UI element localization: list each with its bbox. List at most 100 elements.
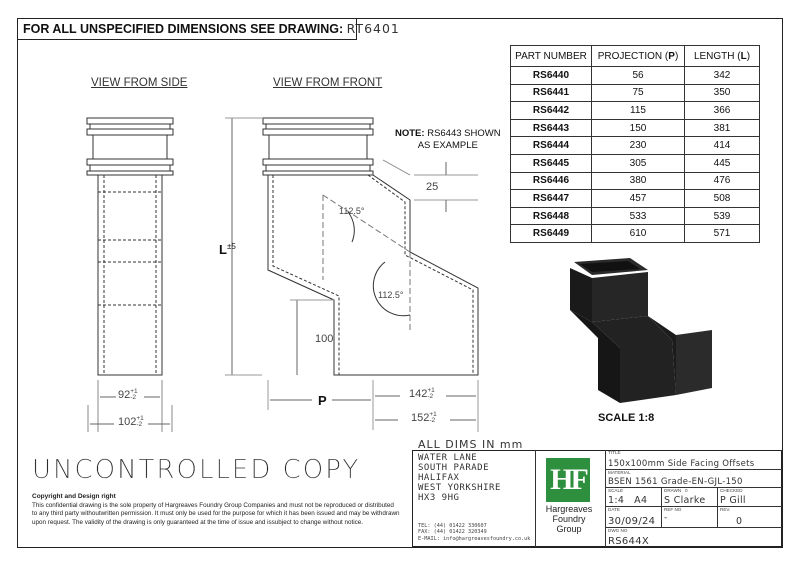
note-label: NOTE: bbox=[395, 128, 425, 139]
cell-length: 414 bbox=[684, 136, 760, 155]
offset-3d-render bbox=[570, 258, 712, 403]
dim-front-142-tol-up: +1 bbox=[427, 387, 435, 395]
unspecified-dims-header: FOR ALL UNSPECIFIED DIMENSIONS SEE DRAWI… bbox=[17, 18, 399, 40]
company-address: WATER LANE SOUTH PARADE HALIFAX WEST YOR… bbox=[418, 453, 501, 503]
cell-part: RS6440 bbox=[510, 66, 592, 85]
dim-L-tolerance: ±5 bbox=[226, 242, 236, 251]
rev-cell: REV. 0 bbox=[717, 506, 782, 528]
dim-100: 100 bbox=[315, 333, 334, 345]
logo-text-line3: Group bbox=[556, 524, 582, 534]
cell-part: RS6447 bbox=[510, 189, 592, 208]
cell-projection: 56 bbox=[591, 66, 685, 85]
cell-part: RS6442 bbox=[510, 101, 592, 120]
address-cell bbox=[412, 450, 536, 547]
dim-side-92-value: 92 bbox=[118, 389, 131, 401]
drawing-reference: RT6401 bbox=[346, 21, 400, 36]
cell-length: 476 bbox=[684, 171, 760, 191]
copyright-notice: Copyright and Design right This confiden… bbox=[32, 493, 400, 527]
dim-side-102-value: 102 bbox=[118, 416, 137, 428]
rev-value: 0 bbox=[736, 516, 743, 527]
drawing-border bbox=[17, 18, 783, 548]
cell-part: RS6449 bbox=[510, 224, 592, 243]
refno-label: REF No bbox=[664, 507, 682, 512]
dim-front-142-value: 142 bbox=[409, 388, 428, 400]
scale-value: 1:4 A4 bbox=[608, 495, 647, 506]
dim-front-142: 142+1-2 bbox=[409, 387, 435, 401]
cell-projection: 305 bbox=[591, 153, 685, 173]
dim-side-102-tol-dn: -2 bbox=[136, 421, 143, 429]
col-part-number: PART NUMBER bbox=[510, 45, 592, 67]
drawn-rev: 0 bbox=[685, 488, 688, 493]
cell-part: RS6443 bbox=[510, 118, 592, 138]
parts-table-header: PART NUMBER PROJECTION (P) LENGTH (L) bbox=[510, 45, 760, 67]
dim-side-92-tol-up: +1 bbox=[130, 388, 138, 396]
col-projection-symbol: P bbox=[668, 50, 675, 62]
material-label: MATERIAL bbox=[608, 470, 631, 475]
col-length-close: ) bbox=[746, 50, 751, 62]
view-from-side-label: VIEW FROM SIDE bbox=[91, 77, 188, 89]
cell-length: 539 bbox=[684, 206, 760, 226]
note-line2: AS EXAMPLE bbox=[417, 140, 478, 151]
title-block bbox=[412, 450, 782, 547]
cell-part: RS6446 bbox=[510, 171, 592, 191]
dim-L-symbol: L bbox=[219, 242, 227, 257]
dim-projection-P: P bbox=[318, 393, 327, 408]
cell-projection: 533 bbox=[591, 206, 685, 226]
scale-field-label: SCALE bbox=[608, 488, 624, 493]
col-projection-label: PROJECTION ( bbox=[597, 50, 669, 62]
col-length-label: LENGTH ( bbox=[693, 50, 741, 62]
cell-projection: 75 bbox=[591, 83, 685, 103]
cell-length: 350 bbox=[684, 83, 760, 103]
note-line1: RS6443 SHOWN bbox=[427, 128, 501, 139]
logo-text-line1: Hargreaves bbox=[545, 504, 593, 514]
sheet-size: A4 bbox=[634, 495, 648, 506]
dim-front-152: 152+1-2 bbox=[411, 411, 437, 424]
cell-length: 445 bbox=[684, 153, 760, 173]
checked-by: P Gill bbox=[720, 495, 746, 506]
scale-ratio: 1:4 bbox=[608, 495, 625, 506]
dim-length-L: L±5 bbox=[219, 242, 236, 257]
cell-length: 571 bbox=[684, 224, 760, 243]
drawn-by: S Clarke bbox=[664, 495, 706, 506]
cell-projection: 150 bbox=[591, 118, 685, 138]
dim-side-92: 92+1-2 bbox=[118, 388, 138, 401]
drawn-cell: DRAWN 0 S Clarke bbox=[661, 487, 718, 507]
cell-projection: 610 bbox=[591, 224, 685, 243]
col-projection-close: ) bbox=[674, 50, 679, 62]
drawn-label-text: DRAWN bbox=[664, 488, 682, 493]
cell-projection: 115 bbox=[591, 101, 685, 120]
refno-value: - bbox=[664, 513, 668, 523]
cell-part: RS6444 bbox=[510, 136, 592, 155]
dim-front-152-value: 152 bbox=[411, 412, 430, 424]
cell-length: 381 bbox=[684, 118, 760, 138]
dim-angle-lower: 112.5° bbox=[378, 290, 404, 300]
company-contact: TEL: (44) 01422 330607 FAX: (44) 01422 3… bbox=[418, 523, 531, 542]
cell-projection: 230 bbox=[591, 136, 685, 155]
checked-label: CHECKED bbox=[720, 488, 743, 493]
view-from-front-label: VIEW FROM FRONT bbox=[273, 77, 383, 89]
cell-part: RS6448 bbox=[510, 206, 592, 226]
dim-front-142-tol-dn: -2 bbox=[427, 393, 434, 401]
cell-length: 508 bbox=[684, 189, 760, 208]
refno-cell: REF No- bbox=[661, 506, 718, 528]
logo-text-line2: Foundry bbox=[552, 514, 586, 524]
date-value: 30/09/24 bbox=[608, 516, 656, 527]
rev-label: REV. bbox=[720, 507, 731, 512]
title-label: TITLE bbox=[608, 450, 621, 455]
checked-cell: CHECKED P Gill bbox=[717, 487, 782, 507]
cell-projection: 457 bbox=[591, 189, 685, 208]
drawing-title: 150x100mm Side Facing Offsets bbox=[608, 459, 755, 469]
parts-table: PART NUMBER PROJECTION (P) LENGTH (L) RS… bbox=[510, 45, 760, 243]
col-length-symbol: L bbox=[740, 50, 747, 62]
col-projection: PROJECTION (P) bbox=[591, 45, 685, 67]
col-length: LENGTH (L) bbox=[684, 45, 760, 67]
